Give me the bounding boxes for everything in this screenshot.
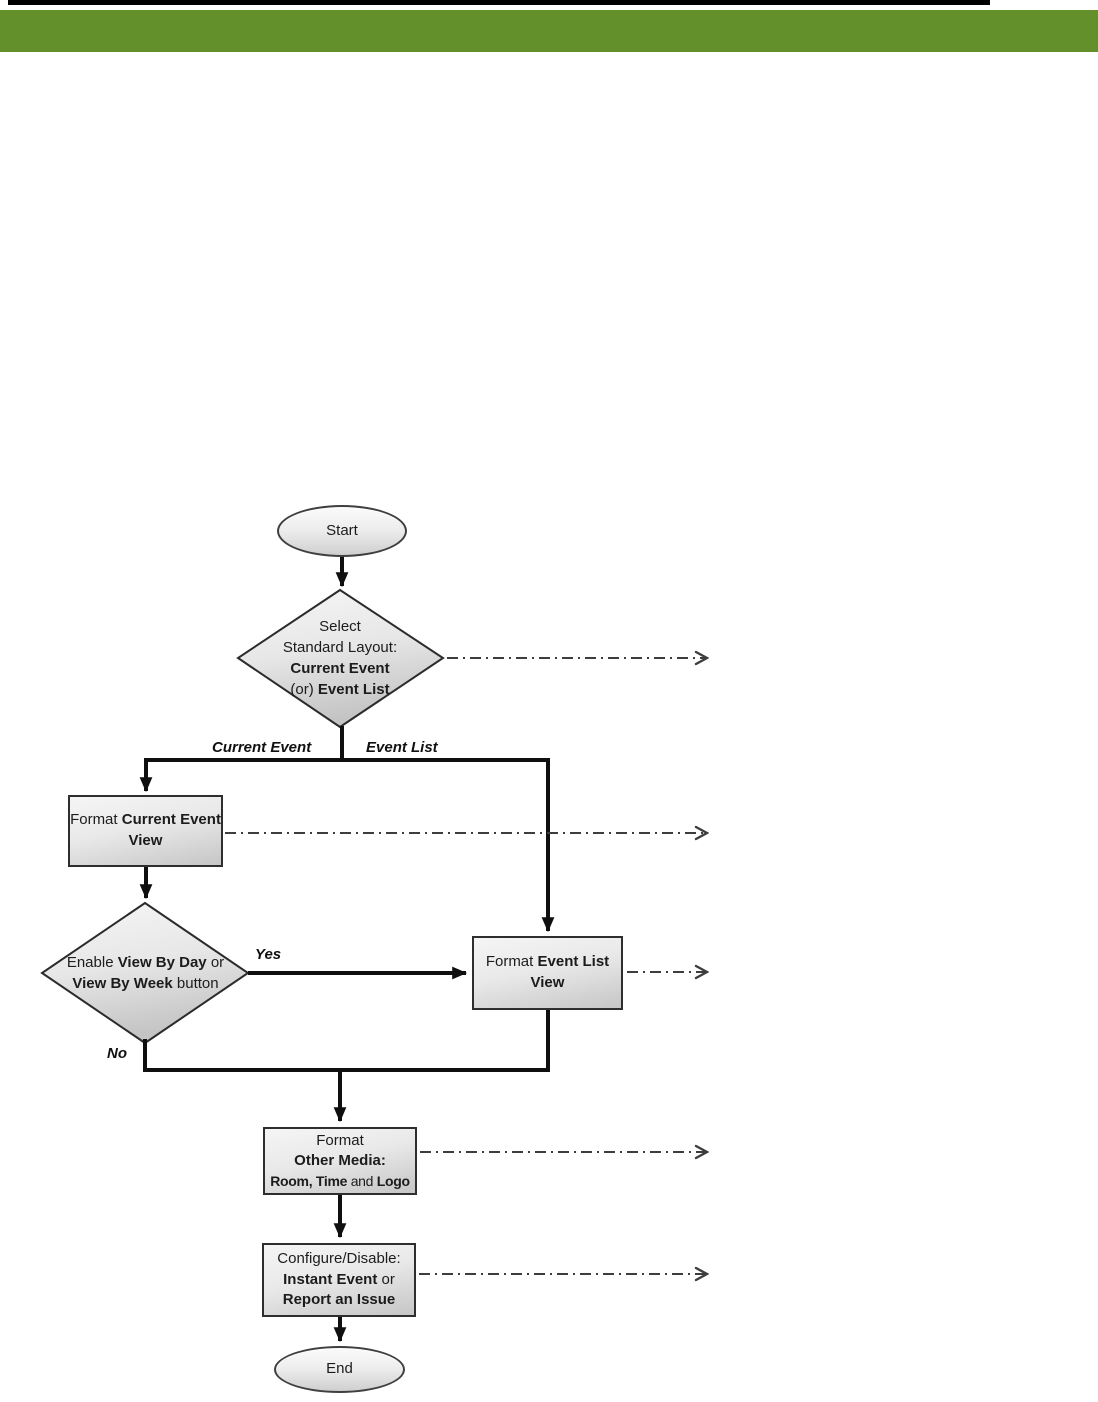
decision-enable-viewby-text: Enable View By Day or View By Week butto… [66,954,225,992]
process-configure-disable: Configure/Disable: Instant Event or Repo… [262,1243,416,1317]
process-format-current-event-view: Format Current Event View [68,795,223,867]
configure-line2: Instant Event or [283,1270,395,1288]
branch-label-event-list: Event List [366,739,438,756]
other-media-line1: Format [316,1131,364,1149]
top-black-bar [8,0,990,5]
branch-label-current-event: Current Event [212,739,312,756]
process-format-other-media: Format Other Media: Room, Time and Logo [263,1127,417,1195]
configure-line3: Report an Issue [282,1291,396,1309]
dashed-reference-arrows [225,658,706,1274]
decision1-line3: Current Event [290,660,390,677]
end-terminator: End [274,1346,405,1393]
solid-connectors [139,556,555,1343]
decision1-line2: Standard Layout: [282,639,398,656]
start-label: Start [326,521,358,539]
branch-label-yes: Yes [255,946,282,963]
process-format-event-list-view: Format Event List View [472,936,623,1010]
other-media-line3: Room, Time and Logo [270,1173,410,1190]
branch-label-no: No [107,1045,127,1062]
decision1-line4: (or) Event List [290,681,390,698]
end-label: End [326,1360,353,1378]
configure-line1: Configure/Disable: [277,1249,401,1267]
header-green-bar [0,10,1098,52]
decision1-line1: Select [319,618,361,635]
decision-select-layout-text: Select Standard Layout: Current Event (o… [240,600,440,716]
other-media-line2: Other Media: [294,1152,386,1170]
process-format-current-event-view-text: Format Current Event View [70,811,221,849]
start-terminator: Start [277,505,407,557]
process-format-event-list-view-text: Format Event List View [485,953,610,991]
